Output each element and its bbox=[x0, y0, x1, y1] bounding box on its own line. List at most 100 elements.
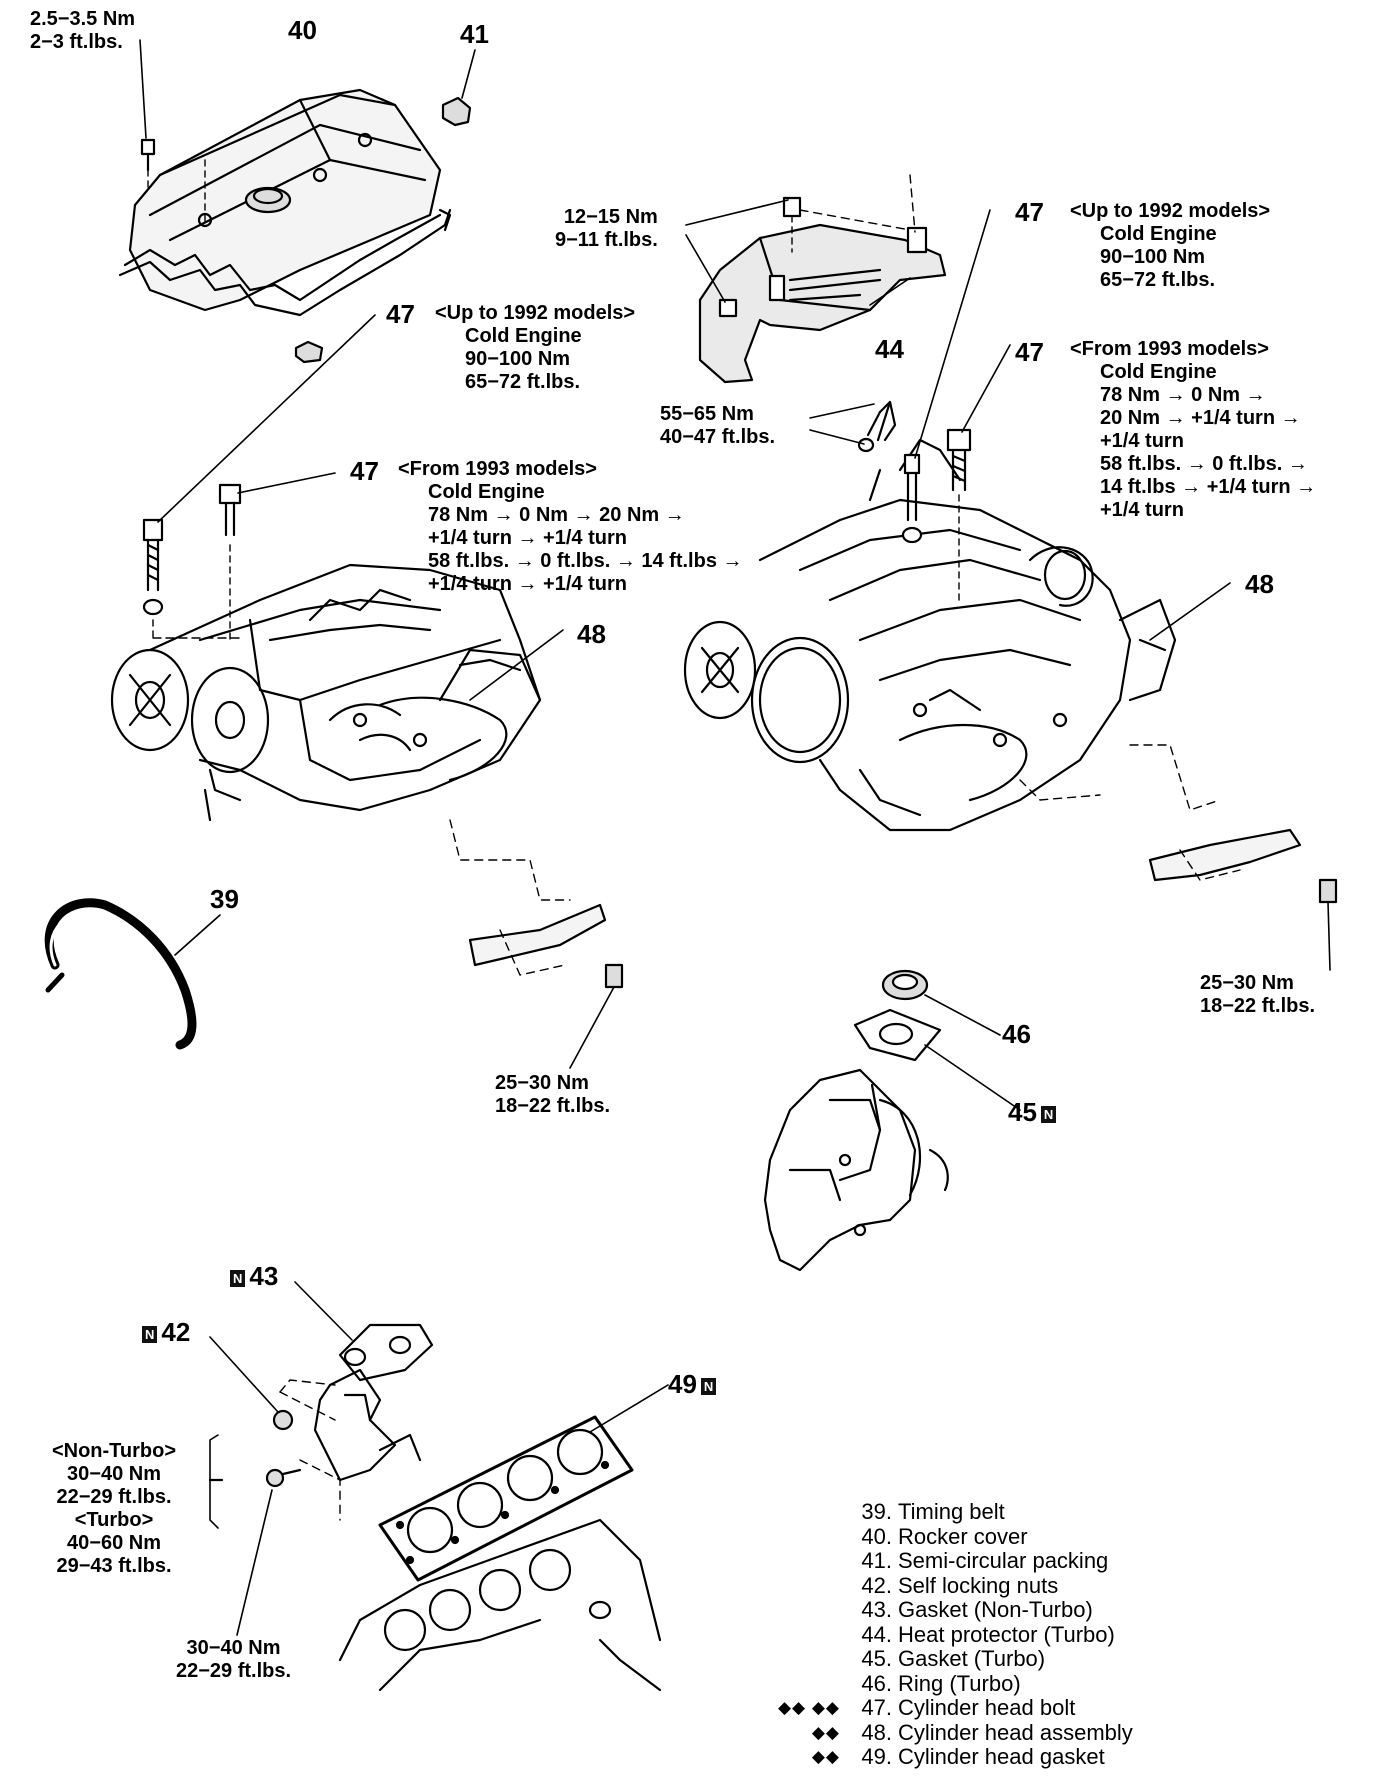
callout-48-left: 48 bbox=[577, 619, 606, 649]
new-part-badge: N bbox=[142, 1325, 158, 1343]
right-head-bolt-spec-1992: <Up to 1992 models> Cold Engine 90−100 N… bbox=[1070, 200, 1270, 292]
callout-41: 41 bbox=[460, 19, 489, 49]
spec-line: 14 ft.lbs → +1/4 turn → bbox=[1100, 476, 1317, 498]
spec-line: 20 Nm → +1/4 turn → bbox=[1100, 407, 1301, 429]
turbo-nm: 40−60 Nm bbox=[67, 1532, 161, 1554]
callout-39: 39 bbox=[210, 884, 239, 914]
callout-48-right: 48 bbox=[1245, 569, 1274, 599]
cylinder-head-gasket-drawing bbox=[338, 1384, 669, 1692]
non-turbo-ftlbs: 22−29 ft.lbs. bbox=[56, 1486, 172, 1508]
legend-text: Rocker cover bbox=[898, 1523, 1028, 1549]
callout-47-right-1992: 47 bbox=[1015, 197, 1044, 227]
spec-line: 58 ft.lbs. → 0 ft.lbs. → bbox=[1100, 453, 1308, 475]
non-turbo-nm: 30−40 Nm bbox=[67, 1463, 161, 1485]
legend-number: 40. bbox=[861, 1523, 892, 1549]
manifold-bolt-torque: 30−40 Nm 22−29 ft.lbs. bbox=[176, 1637, 291, 1683]
heat-protector-torque: 12−15 Nm 9−11 ft.lbs. bbox=[555, 206, 658, 252]
spec-heading: <Up to 1992 models> bbox=[435, 302, 636, 324]
legend-number: 45. bbox=[861, 1646, 892, 1671]
spec-heading: <Up to 1992 models> bbox=[1070, 200, 1271, 222]
left-head-bolts-drawing bbox=[142, 314, 564, 701]
legend-text: Heat protector (Turbo) bbox=[898, 1621, 1115, 1647]
left-bracket-drawing bbox=[449, 819, 624, 1069]
callout-42-number: 42 bbox=[161, 1317, 191, 1347]
heat-protector-drawing bbox=[685, 174, 947, 384]
spec-line: 90−100 Nm bbox=[1100, 246, 1206, 268]
right-head-bolts-drawing bbox=[809, 209, 1011, 601]
legend-number: 42. bbox=[861, 1572, 892, 1598]
legend-number: 39. bbox=[861, 1499, 892, 1524]
turbo-manifold-drawing bbox=[763, 1068, 949, 1272]
manifold-nut-torque: <Non-Turbo> 30−40 Nm 22−29 ft.lbs. <Turb… bbox=[24, 1440, 204, 1578]
right-bracket-torque: 25−30 Nm 18−22 ft.lbs. bbox=[1200, 972, 1315, 1018]
spec-line: Cold Engine bbox=[465, 325, 582, 347]
torque-nm: 25−30 Nm bbox=[495, 1072, 589, 1094]
spec-line: 78 Nm → 0 Nm → 20 Nm → bbox=[428, 504, 685, 526]
timing-belt-drawing bbox=[44, 898, 221, 1050]
spec-line: +1/4 turn → +1/4 turn bbox=[428, 527, 627, 549]
spec-heading: <From 1993 models> bbox=[1070, 338, 1269, 360]
legend-number: 44. bbox=[861, 1621, 892, 1647]
spec-line: 58 ft.lbs. → 0 ft.lbs. → 14 ft.lbs → bbox=[428, 550, 743, 572]
legend-number: 47. bbox=[861, 1695, 892, 1720]
right-bracket-drawing bbox=[1019, 744, 1338, 971]
turbo-ftlbs: 29−43 ft.lbs. bbox=[56, 1555, 172, 1577]
spec-line: +1/4 turn bbox=[1100, 499, 1184, 521]
legend-text: Semi-circular packing bbox=[898, 1548, 1109, 1573]
callout-45-number: 45 bbox=[1008, 1097, 1037, 1127]
torque-nm: 2.5−3.5 Nm bbox=[30, 8, 136, 30]
callout-46: 46 bbox=[1002, 1019, 1031, 1049]
spec-line: Cold Engine bbox=[1100, 361, 1217, 383]
legend-text: Timing belt bbox=[898, 1499, 1005, 1524]
legend-number: 48. bbox=[861, 1719, 892, 1745]
callout-43-number: 43 bbox=[249, 1261, 279, 1291]
torque-nm: 55−65 Nm bbox=[660, 403, 754, 425]
legend-mark: ◆◆ ◆◆ bbox=[777, 1698, 840, 1717]
stud-bolt-torque: 55−65 Nm 40−47 ft.lbs. bbox=[660, 403, 775, 449]
rocker-cover-drawing bbox=[118, 88, 452, 317]
turbo-heading: <Turbo> bbox=[74, 1509, 154, 1531]
legend-text: Ring (Turbo) bbox=[898, 1670, 1021, 1696]
torque-nm: 30−40 Nm bbox=[186, 1637, 281, 1659]
intake-gasket-drawing bbox=[208, 1281, 434, 1636]
new-part-badge: N bbox=[1040, 1105, 1057, 1123]
legend-text: Gasket (Non-Turbo) bbox=[898, 1597, 1093, 1622]
torque-ftlbs: 9−11 ft.lbs. bbox=[555, 229, 658, 251]
callout-47-left-1992: 47 bbox=[386, 299, 415, 329]
legend-text: Self locking nuts bbox=[898, 1572, 1059, 1598]
callout-47-right-1993: 47 bbox=[1015, 337, 1044, 367]
legend-mark: ◆◆ bbox=[811, 1747, 840, 1766]
rocker-cover-bolt-drawing bbox=[139, 39, 206, 226]
legend-number: 49. bbox=[861, 1744, 892, 1769]
torque-ftlbs: 22−29 ft.lbs. bbox=[176, 1660, 292, 1682]
torque-nm: 25−30 Nm bbox=[1200, 972, 1294, 994]
legend-text: Cylinder head assembly bbox=[898, 1719, 1133, 1745]
new-part-badge: N bbox=[230, 1269, 246, 1287]
callout-49-number: 49 bbox=[668, 1369, 697, 1399]
non-turbo-heading: <Non-Turbo> bbox=[51, 1440, 177, 1462]
torque-ftlbs: 18−22 ft.lbs. bbox=[495, 1095, 611, 1117]
legend-number: 46. bbox=[861, 1670, 892, 1696]
right-head-bolt-spec-1993: <From 1993 models> Cold Engine 78 Nm → 0… bbox=[1070, 338, 1316, 522]
rocker-bolt-torque: 2.5−3.5 Nm 2−3 ft.lbs. bbox=[30, 8, 135, 54]
left-head-bolt-spec-1993: <From 1993 models> Cold Engine 78 Nm → 0… bbox=[398, 458, 743, 596]
semi-circular-packing-drawing bbox=[294, 49, 476, 364]
spec-heading: <From 1993 models> bbox=[398, 458, 597, 480]
left-cylinder-head-drawing bbox=[110, 563, 542, 822]
left-bracket-torque: 25−30 Nm 18−22 ft.lbs. bbox=[495, 1072, 610, 1118]
torque-nm: 12−15 Nm bbox=[563, 206, 658, 228]
legend-number: 43. bbox=[861, 1597, 892, 1622]
spec-line: Cold Engine bbox=[1100, 223, 1217, 245]
spec-line: 78 Nm → 0 Nm → bbox=[1100, 384, 1266, 406]
new-part-badge: N bbox=[700, 1377, 717, 1395]
torque-ftlbs: 18−22 ft.lbs. bbox=[1200, 995, 1316, 1017]
torque-ftlbs: 2−3 ft.lbs. bbox=[30, 31, 123, 53]
spec-line: +1/4 turn bbox=[1100, 430, 1184, 452]
torque-ftlbs: 40−47 ft.lbs. bbox=[660, 426, 776, 448]
legend-text: Cylinder head gasket bbox=[898, 1744, 1105, 1769]
legend-number: 41. bbox=[861, 1548, 892, 1573]
